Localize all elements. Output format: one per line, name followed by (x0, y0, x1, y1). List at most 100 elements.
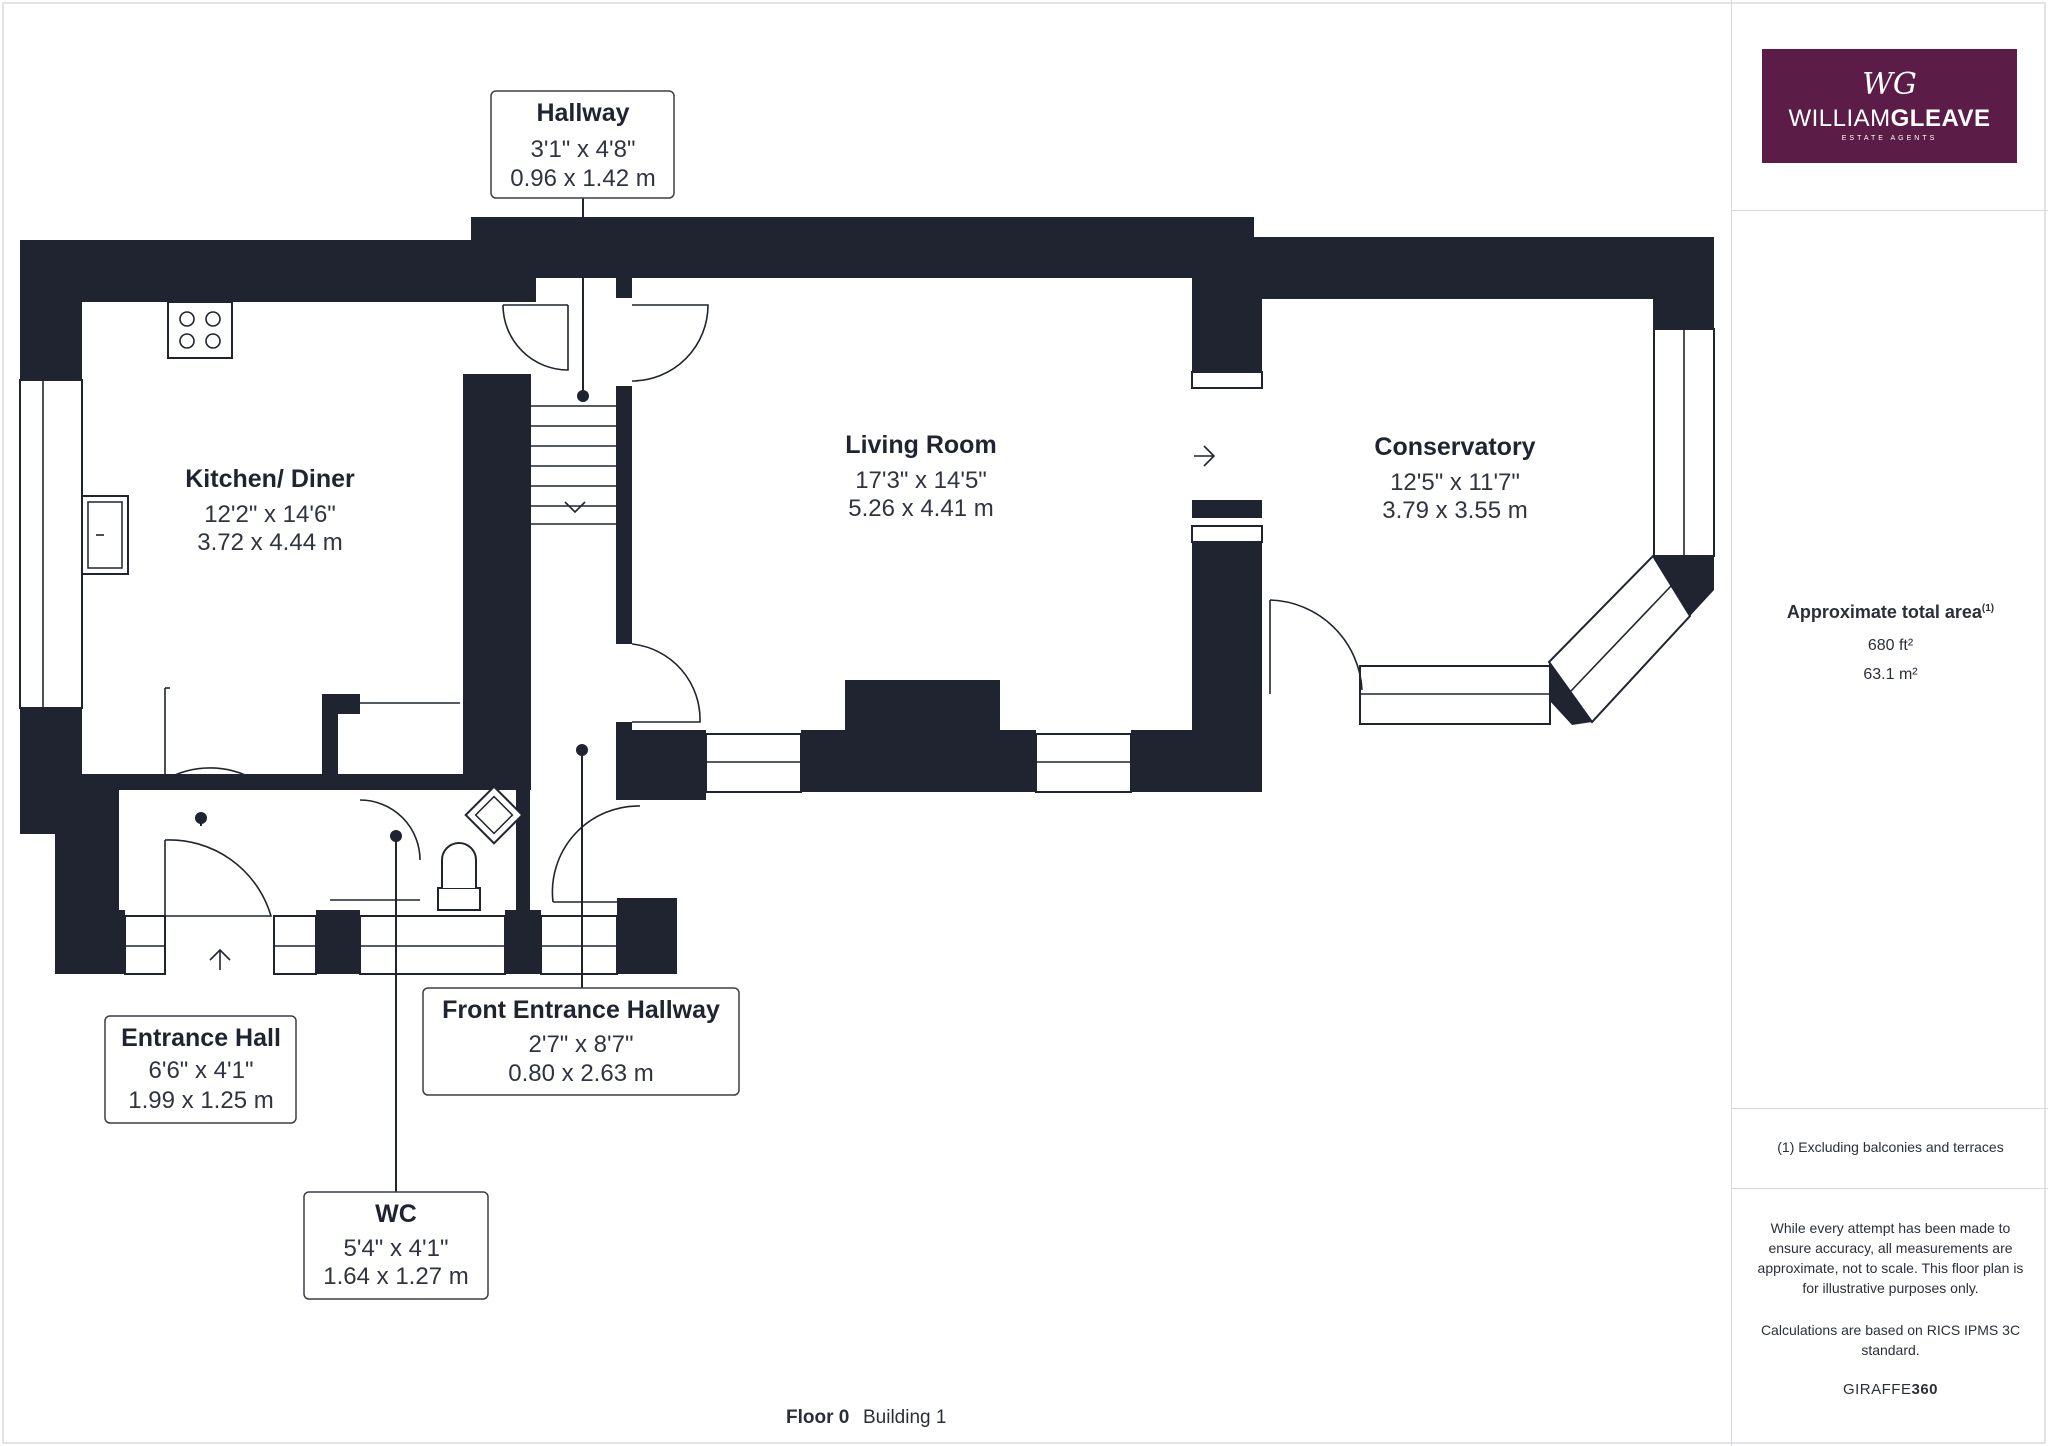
door-living-side (631, 643, 701, 723)
doors (164, 304, 1363, 917)
door-entrance (164, 839, 273, 917)
divider (1732, 1188, 2048, 1189)
label-box-wc (303, 1191, 489, 1300)
window-entrance-2 (273, 915, 317, 975)
window-living-left (705, 733, 802, 793)
basin-icon (464, 785, 524, 845)
label-box-front-entrance (422, 987, 740, 1096)
room-conservatory: Conservatory 12'5" x 11'7" 3.79 x 3.55 m (1374, 433, 1535, 524)
logo-monogram: WG (1862, 67, 1917, 102)
door-front-entrance (551, 805, 641, 903)
window-conservatory-bottom (1359, 665, 1551, 725)
wall-hall-post (616, 278, 632, 298)
room-wc: WC 5'4" x 4'1" 1.64 x 1.27 m (323, 1200, 468, 1290)
side-panel: WG WILLIAMGLEAVE ESTATE AGENTS Approxima… (1731, 0, 2048, 1446)
door-living-top (631, 304, 709, 382)
wall-top-kitchen (20, 240, 536, 302)
wall-bottom-2 (316, 910, 360, 974)
logo-brand-light: WILLIAM (1788, 105, 1891, 132)
brand-mark-light: GIRAFFE (1842, 1381, 1912, 1398)
area-m: 63.1 m² (1863, 666, 1918, 683)
room-dim-metric: 1.64 x 1.27 m (323, 1263, 468, 1290)
door-conservatory (1269, 599, 1363, 691)
door-wc (359, 799, 421, 861)
wall-living-cons-upper (1192, 278, 1262, 372)
room-dim-metric: 0.96 x 1.42 m (510, 165, 655, 192)
room-name: Hallway (536, 99, 629, 127)
divider (1732, 1108, 2048, 1109)
room-dim-metric: 3.72 x 4.44 m (197, 529, 342, 556)
calculation-note: Calculations are based on RICS IPMS 3C s… (1760, 1322, 2021, 1358)
label-box-hallway (490, 90, 675, 199)
room-dim-imperial: 6'6" x 4'1" (149, 1057, 254, 1084)
wall-bottom-1 (55, 910, 125, 974)
wall-bottom-4 (617, 898, 677, 974)
area-title: Approximate total area(1) (1732, 602, 2048, 623)
wall-cupboard-left (322, 696, 338, 790)
wall-top-conservatory (1254, 237, 1714, 299)
brand-mark-bold: 360 (1911, 1381, 1939, 1398)
logo-tagline: ESTATE AGENTS (1841, 135, 1938, 142)
window-living-right (1035, 733, 1132, 793)
wall-cupboard-frame (338, 706, 360, 714)
doorway-jamb-2 (1191, 525, 1263, 543)
room-name: Entrance Hall (121, 1024, 281, 1052)
stairs (531, 405, 616, 525)
door-hallway-left (502, 304, 569, 371)
door-arrow-icon (1194, 445, 1216, 467)
room-name: Conservatory (1374, 433, 1535, 461)
disclaimer: While every attempt has been made to ens… (1757, 1220, 2024, 1296)
floor-label: Floor 0 (786, 1407, 849, 1428)
room-dim-imperial: 12'5" x 11'7" (1390, 469, 1520, 496)
wall-cupboard-top (322, 694, 360, 708)
room-dim-imperial: 17'3" x 14'5" (855, 467, 987, 494)
leader-lines (195, 198, 589, 1192)
stair-arrow-icon (564, 501, 586, 514)
room-dim-metric: 3.79 x 3.55 m (1382, 497, 1527, 524)
room-dim-metric: 5.26 x 4.41 m (848, 495, 993, 522)
logo-brand-bold: GLEAVE (1890, 105, 1991, 132)
brand-logo: WG WILLIAMGLEAVE ESTATE AGENTS (1762, 49, 2017, 163)
building-label: Building 1 (863, 1407, 946, 1428)
room-dim-imperial: 3'1" x 4'8" (531, 136, 636, 163)
wall-hall-living-mid (616, 386, 632, 644)
wall-top-hallway-living (471, 217, 1254, 278)
wall-living-bottom-left (616, 730, 706, 800)
window-wc (359, 915, 506, 975)
room-name: WC (375, 1200, 417, 1228)
door-kitchen (164, 688, 256, 782)
room-dim-imperial: 12'2" x 14'6" (204, 501, 336, 528)
wall-cons-right-top (1653, 299, 1714, 329)
room-name: Front Entrance Hallway (442, 996, 720, 1024)
wall-cons-corner (1653, 556, 1714, 616)
exclusion-note: (1) Excluding balconies and terraces (1777, 1139, 2004, 1155)
wall-living-cons-lower (1192, 540, 1262, 792)
divider (1732, 210, 2048, 211)
room-name: Living Room (845, 431, 996, 459)
label-box-entrance-hall (104, 1015, 297, 1124)
entry-arrow-icon (209, 948, 231, 970)
doorway-jamb-1 (1191, 371, 1263, 389)
room-dim-imperial: 2'7" x 8'7" (529, 1031, 634, 1058)
windows (19, 328, 1715, 975)
room-living: Living Room 17'3" x 14'5" 5.26 x 4.41 m (845, 431, 996, 522)
room-kitchen: Kitchen/ Diner 12'2" x 14'6" 3.72 x 4.44… (185, 465, 355, 556)
walls (20, 217, 1714, 974)
window-entrance (124, 915, 166, 975)
area-title-text: Approximate total area (1786, 602, 1982, 622)
wall-kitchen-right (463, 374, 531, 790)
room-hallway: Hallway 3'1" x 4'8" 0.96 x 1.42 m (510, 99, 655, 192)
fireplace-breast (845, 680, 1000, 742)
room-dim-imperial: 5'4" x 4'1" (344, 1235, 449, 1262)
toilet-icon (437, 842, 481, 911)
wall-bottom-3 (505, 910, 541, 974)
window-kitchen (19, 379, 83, 709)
logo-brand: WILLIAMGLEAVE (1762, 105, 2017, 133)
hob-icon (167, 301, 233, 359)
giraffe360-mark: GIRAFFE360 (1732, 1381, 2048, 1398)
wall-kitchen-left-upper (20, 240, 82, 380)
area-superscript: (1) (1981, 603, 1995, 614)
